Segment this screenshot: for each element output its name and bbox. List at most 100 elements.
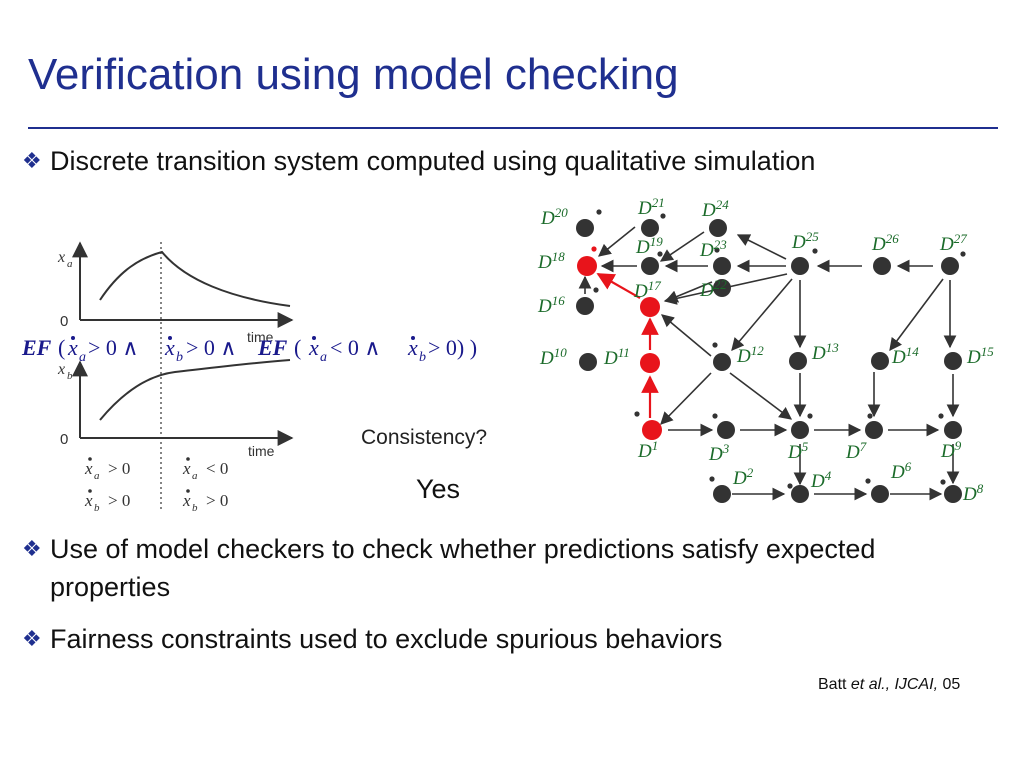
node-d12 [713, 353, 731, 371]
bullet-3: ❖ Fairness constraints used to exclude s… [22, 620, 722, 658]
formula-xa: x [67, 335, 78, 360]
small-dot [712, 413, 718, 419]
node-d25 [791, 257, 809, 275]
node-d9 [944, 421, 962, 439]
edge [731, 278, 793, 351]
node-d11 [640, 353, 660, 373]
node-d5 [791, 421, 809, 439]
node-d13 [789, 352, 807, 370]
small-dot [657, 251, 663, 257]
node-d8 [944, 485, 962, 503]
node-d18 [577, 256, 597, 276]
cond-a2-var: x [182, 459, 191, 478]
citation-author: Batt [818, 676, 851, 693]
node-label-d8: D8 [962, 481, 984, 505]
node-d22 [713, 279, 731, 297]
formula-xa-2: x [308, 335, 319, 360]
small-dot [865, 478, 871, 484]
cond-a1: > 0 [108, 459, 130, 478]
ctl-formula: EF ( x a > 0 ∧ x b > 0 ∧ EF ( x a < 0 ∧ … [21, 335, 477, 365]
node-d4 [791, 485, 809, 503]
edge [659, 231, 705, 262]
formula-xb-sub: b [176, 350, 183, 365]
small-dot [712, 342, 718, 348]
formula-paren-1: ( [58, 335, 65, 360]
node-label-d17: D17 [633, 278, 661, 302]
small-dot [940, 479, 946, 485]
diamond-bullet-icon: ❖ [22, 626, 42, 651]
small-dot [714, 247, 720, 253]
bullet-1: ❖ Discrete transition system computed us… [22, 142, 815, 180]
bullet-1-text: Discrete transition system computed usin… [50, 146, 816, 176]
dot-icon [71, 336, 75, 340]
small-dot [812, 248, 818, 254]
small-dot [596, 209, 602, 215]
formula-gt0-and-2: > 0 ∧ [186, 335, 237, 360]
node-label-d11: D11 [603, 345, 630, 369]
citation-venue: IJCAI, [894, 676, 939, 693]
node-label-d3: D3 [708, 441, 730, 465]
cond-a2: < 0 [206, 459, 228, 478]
answer-label: Yes [416, 474, 460, 504]
node-label-d5: D5 [787, 439, 809, 463]
node-d10 [579, 353, 597, 371]
node-d24 [709, 219, 727, 237]
top-zero-label: 0 [60, 313, 68, 330]
dot-icon [411, 336, 415, 340]
top-plot: x a 0 time [57, 241, 294, 345]
formula-ef-2: EF [257, 335, 288, 360]
top-y-label-sub: a [67, 258, 73, 270]
node-d2 [713, 485, 731, 503]
transition-graph: D20D21D24D18D19D23D25D26D27D16D17D22D10D… [537, 195, 994, 505]
node-label-d16: D16 [537, 293, 565, 317]
formula-lt0-and: < 0 ∧ [330, 335, 381, 360]
cond-b1: > 0 [108, 491, 130, 510]
node-d15 [944, 352, 962, 370]
node-label-d6: D6 [890, 459, 912, 483]
small-dot [867, 413, 873, 419]
node-label-d22: D22 [699, 277, 727, 301]
small-dots [591, 209, 966, 489]
formula-ef-1: EF [21, 335, 52, 360]
node-label-d15: D15 [966, 344, 994, 368]
node-d3 [717, 421, 735, 439]
formula-paren-2: ( [294, 335, 301, 360]
node-d26 [873, 257, 891, 275]
node-label-d9: D9 [940, 438, 962, 462]
node-d19 [641, 257, 659, 275]
title-underline [28, 127, 998, 129]
node-label-d12: D12 [736, 343, 764, 367]
node-d1 [642, 420, 662, 440]
node-d16 [576, 297, 594, 315]
top-y-label: x [57, 249, 65, 266]
red-edge [596, 273, 641, 299]
node-label-d19: D19 [635, 234, 663, 258]
bottom-y-label-sub: b [67, 370, 73, 382]
dot-icon [88, 489, 92, 493]
cond-a2-sub: a [192, 470, 198, 482]
bullet-2-text: Use of model checkers to check whether p… [50, 534, 876, 602]
cond-b1-var: x [84, 491, 93, 510]
small-dot [660, 213, 666, 219]
node-label-d7: D7 [845, 439, 867, 463]
edge [889, 278, 944, 352]
node-label-d27: D27 [939, 231, 967, 255]
diamond-bullet-icon: ❖ [22, 536, 42, 561]
dot-icon [186, 489, 190, 493]
small-dot [709, 476, 715, 482]
node-label-d18: D18 [537, 249, 565, 273]
formula-xa-sub: a [79, 350, 86, 365]
bullet-2: ❖ Use of model checkers to check whether… [22, 530, 982, 606]
node-label-d1: D1 [637, 438, 658, 462]
formula-gt0-close: > 0) ) [428, 335, 477, 360]
small-dot [593, 287, 599, 293]
node-label-d23: D23 [699, 237, 727, 261]
node-d27 [941, 257, 959, 275]
citation-etal: et al., [850, 676, 895, 693]
bottom-time-label: time [248, 443, 275, 459]
edge [598, 226, 636, 257]
cond-b2: > 0 [206, 491, 228, 510]
derivative-conditions: x a > 0 x a < 0 x b > 0 x b > 0 [84, 457, 228, 514]
formula-gt0-and: > 0 ∧ [88, 335, 139, 360]
